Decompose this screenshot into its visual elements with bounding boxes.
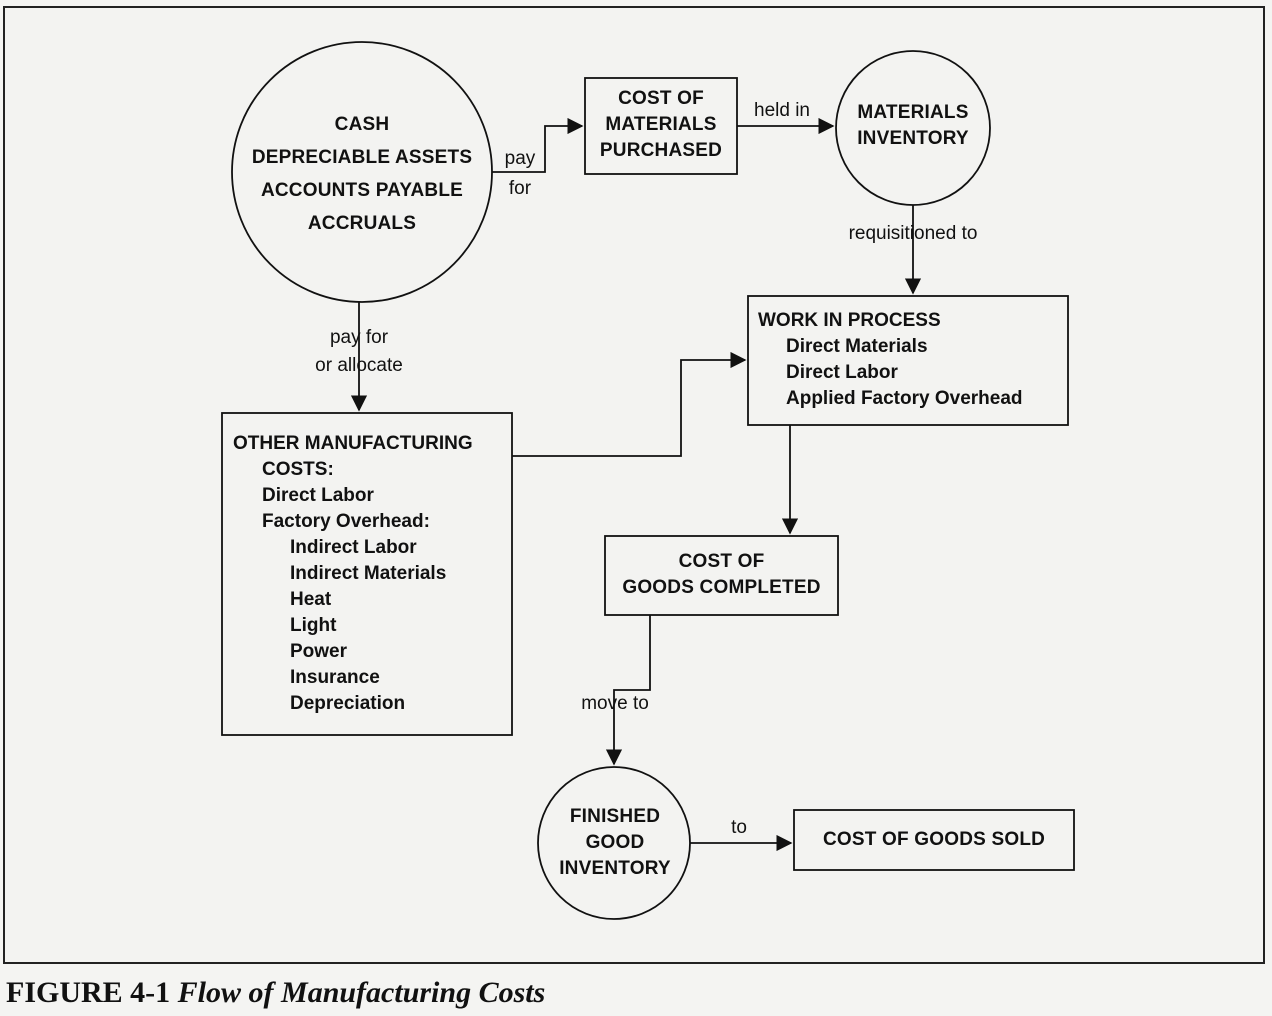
omc-overhead-5: Power	[290, 641, 348, 662]
cash-line-1: CASH	[334, 114, 390, 135]
fgi-line-2: GOOD	[585, 832, 645, 853]
omc-overhead-3: Heat	[290, 589, 332, 610]
wip-heading: WORK IN PROCESS	[758, 310, 941, 331]
cmp-line-2: MATERIALS	[605, 114, 717, 135]
cgc-line-2: GOODS COMPLETED	[622, 577, 821, 598]
pay-word: pay	[504, 148, 536, 169]
wip-item-2: Direct Labor	[786, 362, 898, 383]
omc-overhead-7: Depreciation	[290, 693, 406, 714]
mi-line-1: MATERIALS	[857, 102, 969, 123]
diagram-frame	[3, 6, 1265, 964]
omc-overhead-4: Light	[290, 615, 337, 636]
materials-inventory-label: MATERIALS INVENTORY	[836, 100, 990, 152]
cost-materials-purchased-label: COST OF MATERIALS PURCHASED	[585, 86, 737, 164]
cost-goods-completed-label: COST OF GOODS COMPLETED	[605, 549, 838, 601]
omc-subheading: COSTS:	[262, 459, 334, 480]
omc-item-1: Direct Labor	[262, 485, 374, 506]
cmp-line-1: COST OF	[618, 88, 704, 109]
or-allocate-word: or allocate	[315, 355, 403, 376]
cash-line-2: DEPRECIABLE ASSETS	[251, 147, 473, 168]
wip-item-3: Applied Factory Overhead	[786, 388, 1023, 409]
edge-label-pay-for-top: pay for	[497, 146, 543, 202]
omc-heading: OTHER MANUFACTURING	[233, 433, 473, 454]
edge-label-move-to: move to	[581, 693, 649, 714]
cgs-line-1: COST OF GOODS SOLD	[822, 829, 1046, 850]
edge-move-to	[605, 615, 651, 766]
cash-line-3: ACCOUNTS PAYABLE	[260, 180, 464, 201]
finished-good-inventory-label: FINISHED GOOD INVENTORY	[540, 804, 690, 882]
for-word: for	[508, 178, 532, 199]
wip-item-1: Direct Materials	[786, 336, 928, 357]
cash-assets-label: CASH DEPRECIABLE ASSETS ACCOUNTS PAYABLE…	[232, 112, 492, 237]
figure-title: Flow of Manufacturing Costs	[177, 976, 546, 1009]
omc-item-2: Factory Overhead:	[262, 511, 430, 532]
work-in-process-label: WORK IN PROCESS Direct Materials Direct …	[758, 308, 1023, 412]
mi-line-2: INVENTORY	[857, 128, 969, 149]
other-manufacturing-costs-box	[221, 412, 513, 736]
figure-number: FIGURE 4-1	[6, 976, 171, 1009]
fgi-line-3: INVENTORY	[559, 858, 671, 879]
cash-line-4: ACCRUALS	[307, 213, 417, 234]
cost-goods-sold-box	[793, 809, 1075, 871]
other-manufacturing-costs-label: OTHER MANUFACTURING COSTS: Direct Labor …	[233, 431, 473, 717]
omc-overhead-6: Insurance	[290, 667, 380, 688]
omc-overhead-2: Indirect Materials	[290, 563, 447, 584]
edge-pay-for-top	[492, 117, 584, 173]
edge-label-requisitioned-to: requisitioned to	[848, 223, 978, 244]
cmp-line-3: PURCHASED	[599, 140, 723, 161]
work-in-process-box	[747, 295, 1069, 426]
edge-other-to-wip	[512, 351, 747, 457]
figure-caption: FIGURE 4-1 Flow of Manufacturing Costs	[6, 976, 545, 1010]
fgi-line-1: FINISHED	[569, 806, 661, 827]
edge-label-to: to	[731, 817, 747, 838]
edge-label-pay-for-allocate: pay for or allocate	[296, 325, 422, 379]
cgc-line-1: COST OF	[678, 551, 765, 572]
cost-goods-sold-label: COST OF GOODS SOLD	[794, 827, 1074, 853]
edge-label-held-in: held in	[754, 100, 810, 121]
cost-goods-completed-box	[604, 535, 839, 616]
pay-for-word: pay for	[329, 327, 389, 348]
omc-overhead-1: Indirect Labor	[290, 537, 417, 558]
